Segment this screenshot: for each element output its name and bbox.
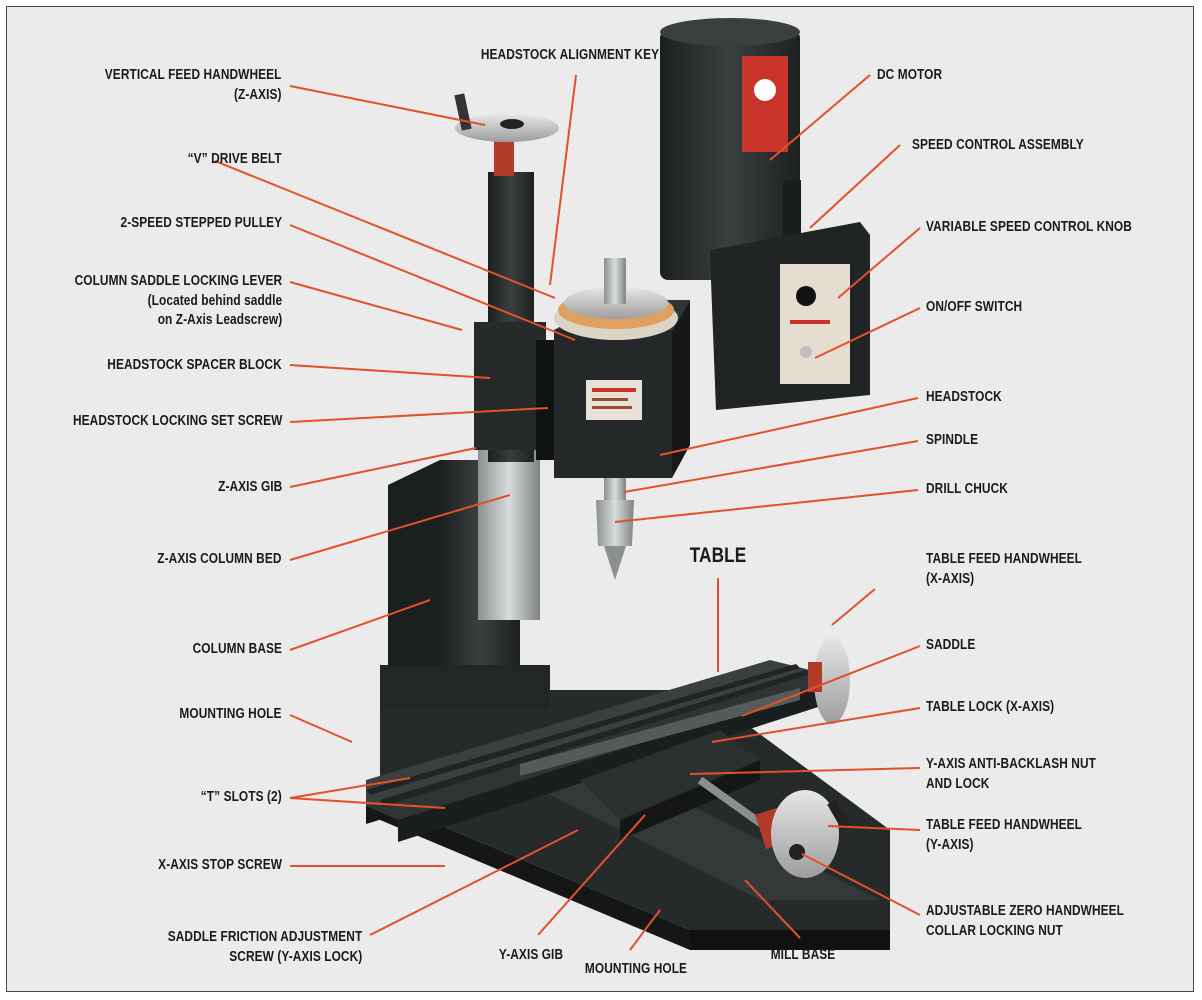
label-column-saddle-locking-lever: COLUMN SADDLE LOCKING LEVER (Located beh… bbox=[74, 273, 282, 329]
speed-control-box-shape bbox=[710, 222, 870, 410]
label-on-off-switch: ON/OFF SWITCH bbox=[926, 299, 1023, 315]
label-variable-speed-control-knob: VARIABLE SPEED CONTROL KNOB bbox=[926, 219, 1132, 235]
label-mounting-hole-left: MOUNTING HOLE bbox=[179, 706, 282, 722]
leader-table-feed-handwheel-y bbox=[827, 825, 921, 831]
leader-spindle bbox=[623, 440, 919, 493]
label-table-lock-x: TABLE LOCK (X-AXIS) bbox=[926, 699, 1055, 715]
label-mill-base: MILL BASE bbox=[770, 947, 836, 963]
leader-y-axis-anti-backlash bbox=[689, 767, 921, 775]
leader-drill-chuck bbox=[614, 489, 919, 523]
leader-column-base bbox=[289, 599, 431, 651]
leader-saddle-friction bbox=[369, 829, 579, 936]
drill-chuck-shape bbox=[596, 478, 634, 580]
label-headstock-spacer-block: HEADSTOCK SPACER BLOCK bbox=[107, 357, 282, 373]
label-table-feed-handwheel-y: TABLE FEED HANDWHEEL (Y-AXIS) bbox=[926, 817, 1082, 853]
leader-variable-speed-knob bbox=[837, 227, 921, 299]
leader-headstock-spacer-block bbox=[289, 364, 491, 379]
leader-column-saddle-locking-lever bbox=[289, 281, 463, 331]
label-headstock: HEADSTOCK bbox=[926, 389, 1002, 405]
label-table: TABLE bbox=[689, 544, 747, 567]
leader-v-drive-belt bbox=[214, 160, 556, 299]
pulley-shape bbox=[554, 258, 678, 340]
leader-y-axis-gib bbox=[537, 814, 646, 936]
vertical-handwheel-shape bbox=[454, 93, 559, 176]
leader-vertical-feed-handwheel bbox=[289, 85, 486, 126]
label-table-feed-handwheel-x: TABLE FEED HANDWHEEL (X-AXIS) bbox=[926, 551, 1082, 587]
leader-mounting-hole-bottom bbox=[629, 909, 661, 951]
label-saddle: SADDLE bbox=[926, 637, 976, 653]
label-drill-chuck: DRILL CHUCK bbox=[926, 481, 1008, 497]
label-z-axis-gib: Z-AXIS GIB bbox=[217, 479, 282, 495]
label-t-slots: “T” SLOTS (2) bbox=[200, 789, 282, 805]
leader-headstock-alignment-key bbox=[549, 74, 577, 286]
label-saddle-friction-adjustment: SADDLE FRICTION ADJUSTMENT SCREW (Y-AXIS… bbox=[167, 929, 362, 965]
leader-z-axis-gib bbox=[289, 447, 477, 488]
label-speed-control-assembly: SPEED CONTROL ASSEMBLY bbox=[912, 137, 1084, 153]
leader-speed-control-assembly bbox=[809, 144, 901, 229]
leader-saddle bbox=[741, 645, 921, 717]
leader-dc-motor bbox=[769, 74, 871, 161]
y-axis-handwheel-shape bbox=[697, 776, 851, 878]
label-z-axis-column-bed: Z-AXIS COLUMN BED bbox=[157, 551, 282, 567]
label-headstock-locking-set-screw: HEADSTOCK LOCKING SET SCREW bbox=[72, 413, 282, 429]
leader-table-lock-x bbox=[711, 707, 921, 743]
leader-adjustable-zero-collar bbox=[801, 853, 921, 916]
label-y-axis-anti-backlash: Y-AXIS ANTI-BACKLASH NUT AND LOCK bbox=[926, 756, 1096, 792]
leader-headstock-locking-set-screw bbox=[289, 407, 549, 423]
leader-mounting-hole-left bbox=[289, 714, 353, 743]
label-mounting-hole-bottom: MOUNTING HOLE bbox=[584, 961, 688, 977]
leader-t-slot-2 bbox=[289, 797, 446, 809]
label-v-drive-belt: “V” DRIVE BELT bbox=[187, 151, 282, 167]
vertical-column-shape bbox=[474, 172, 554, 462]
leader-z-axis-column-bed bbox=[289, 494, 511, 561]
leader-t-slot-1 bbox=[289, 777, 411, 799]
label-x-axis-stop-screw: X-AXIS STOP SCREW bbox=[158, 857, 282, 873]
leader-table-feed-handwheel-x bbox=[831, 588, 876, 626]
label-2-speed-stepped-pulley: 2-SPEED STEPPED PULLEY bbox=[120, 215, 282, 231]
saddle-shape bbox=[580, 730, 760, 840]
label-adjustable-zero-collar: ADJUSTABLE ZERO HANDWHEEL COLLAR LOCKING… bbox=[926, 903, 1125, 939]
leader-2-speed-pulley bbox=[289, 224, 576, 341]
leader-headstock bbox=[659, 397, 919, 456]
x-axis-handwheel-shape bbox=[808, 636, 850, 724]
label-spindle: SPINDLE bbox=[926, 432, 979, 448]
z-axis-column-bed-shape bbox=[478, 450, 540, 620]
leader-on-off-switch bbox=[814, 307, 921, 359]
dc-motor-shape bbox=[660, 18, 801, 280]
table-shape bbox=[366, 660, 840, 842]
label-y-axis-gib: Y-AXIS GIB bbox=[498, 947, 564, 963]
label-column-base: COLUMN BASE bbox=[192, 641, 282, 657]
leader-lines bbox=[214, 74, 921, 951]
label-vertical-feed-handwheel: VERTICAL FEED HANDWHEEL (Z-AXIS) bbox=[105, 67, 282, 103]
leader-mill-base bbox=[744, 879, 801, 939]
label-headstock-alignment-key: HEADSTOCK ALIGNMENT KEY bbox=[480, 47, 660, 63]
label-dc-motor: DC MOTOR bbox=[877, 67, 943, 83]
